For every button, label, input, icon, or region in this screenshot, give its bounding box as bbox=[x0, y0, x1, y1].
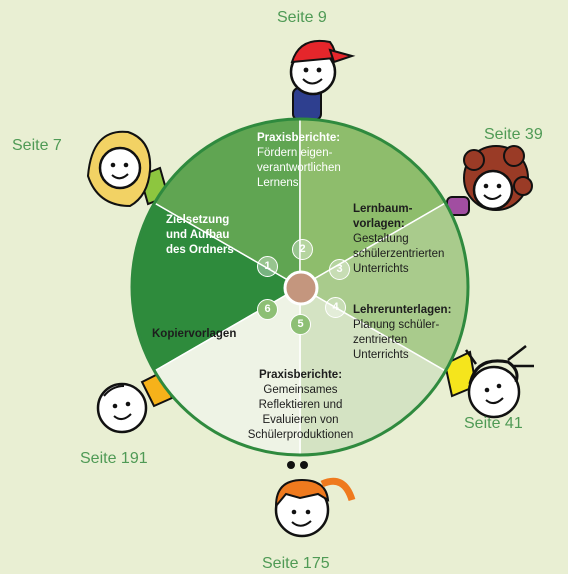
segment-4-text: Lehrerunterlagen: Planung schüler- zentr… bbox=[353, 304, 452, 361]
wheel-hub bbox=[283, 270, 319, 306]
page-label-top: Seite 9 bbox=[277, 9, 327, 26]
segment-6-text: Kopiervorlagen bbox=[152, 328, 237, 340]
smiley-cap-icon bbox=[289, 40, 356, 121]
smiley-curly-icon bbox=[446, 145, 533, 216]
smiley-blonde-icon bbox=[86, 130, 170, 208]
page-label-right: Seite 41 bbox=[464, 415, 523, 432]
segment-2-number: 2 bbox=[292, 239, 313, 260]
segment-1-number: 1 bbox=[257, 256, 278, 277]
page-label-left: Seite 7 bbox=[12, 137, 62, 154]
segment-3-text: Lernbaum- vorlagen: Gestaltung schülerze… bbox=[353, 203, 445, 275]
page-label-top-right: Seite 39 bbox=[484, 126, 543, 143]
segment-3-number: 3 bbox=[329, 259, 350, 280]
segment-6-number: 6 bbox=[257, 299, 278, 320]
page-label-bottom: Seite 175 bbox=[262, 555, 330, 572]
smiley-ponytail-icon bbox=[274, 461, 356, 538]
segment-4-number: 4 bbox=[325, 297, 346, 318]
smiley-braids-icon bbox=[443, 345, 534, 419]
page-label-bottom-left: Seite 191 bbox=[80, 450, 148, 467]
segment-5-text: Praxisberichte: Gemeinsames Reflektieren… bbox=[247, 369, 354, 441]
segment-5-number: 5 bbox=[290, 314, 311, 335]
segment-1-text: Zielsetzung und Aufbau des Ordners bbox=[166, 214, 234, 256]
wheel-rim bbox=[130, 117, 470, 457]
smiley-bald-icon bbox=[96, 370, 174, 434]
segment-2-text: Praxisberichte: Fördern eigen- verantwor… bbox=[257, 132, 341, 189]
